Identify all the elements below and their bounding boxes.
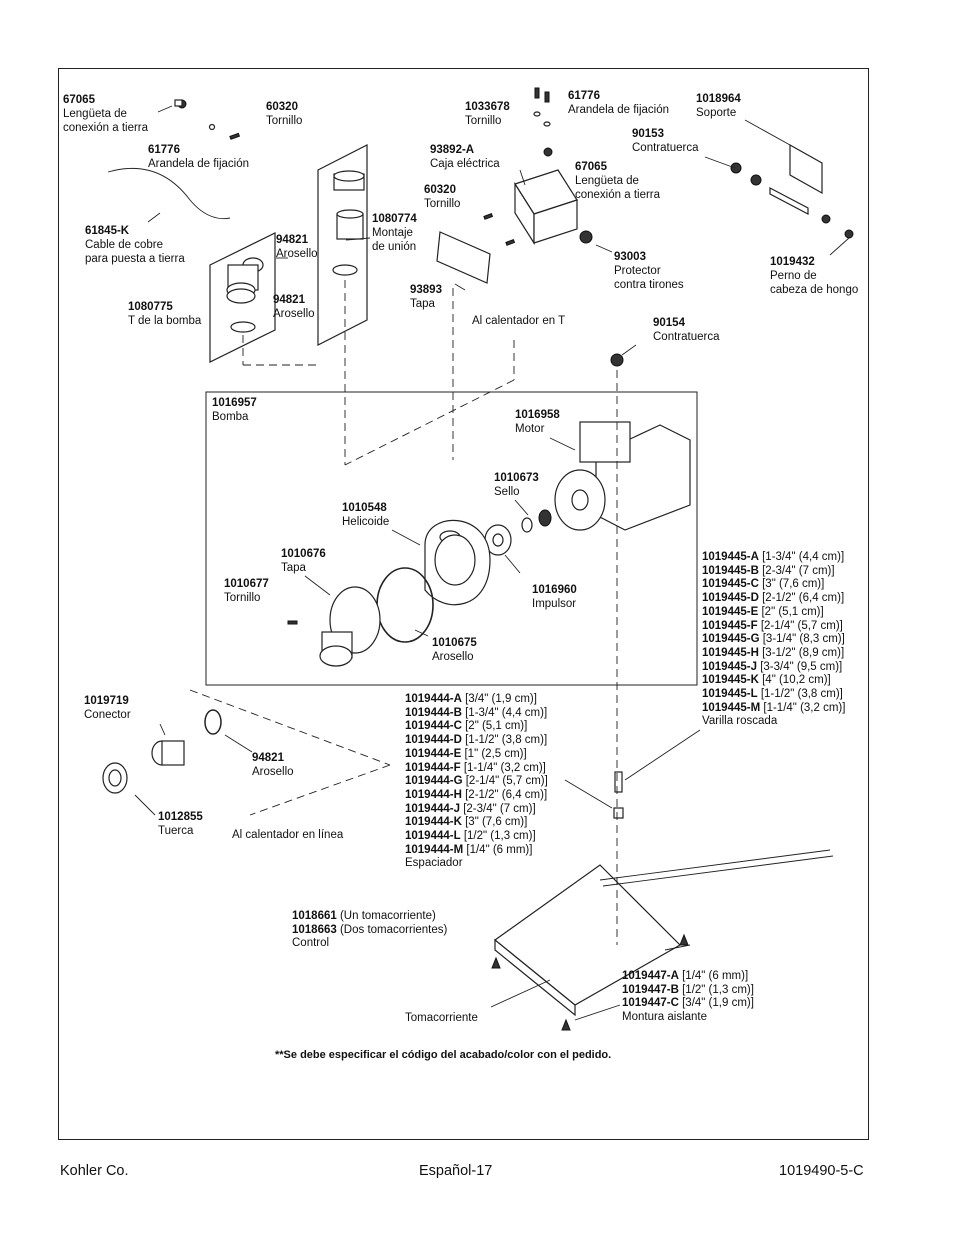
locknut-90154 (610, 353, 624, 367)
electrical-box (514, 169, 578, 246)
center-plate (317, 144, 368, 346)
motor (554, 421, 691, 531)
control-list: 1018661 (Un tomacorriente) 1018663 (Dos … (292, 910, 448, 950)
mount-3 (561, 1018, 571, 1031)
o-ring-tee (230, 321, 256, 333)
ground-lug-box (543, 147, 553, 157)
to-inline-heater-text: Al calentador en línea (232, 829, 344, 841)
lock-washer-left (208, 123, 216, 131)
screw-cover-1 (483, 213, 494, 220)
screw-cover-2 (505, 239, 516, 246)
locknut-2 (750, 174, 762, 186)
screw-box-1 (534, 87, 540, 99)
ground-wire (107, 167, 231, 220)
connector (151, 740, 185, 766)
footer-company: Kohler Co. (60, 1163, 129, 1179)
nut (102, 762, 128, 794)
bracket (769, 143, 823, 215)
mount-2 (679, 933, 689, 946)
mount-1 (491, 956, 501, 969)
seal-1 (521, 517, 533, 533)
control-unit (494, 849, 834, 1017)
receptacle-text: Tomacorriente (405, 1012, 478, 1024)
screw-left (229, 132, 241, 140)
volute (424, 519, 491, 606)
to-heater-tee-text: Al calentador en T (472, 315, 566, 327)
diagram-frame (58, 68, 869, 1140)
union-fitting (333, 170, 365, 240)
locknut-1 (730, 162, 742, 174)
pump-cover (319, 586, 381, 667)
o-ring-union (332, 264, 358, 276)
finish-color-note: **Se debe especificar el código del acab… (275, 1049, 612, 1061)
pump-assembly-box (205, 391, 698, 686)
threaded-rod (614, 771, 623, 793)
ground-lug-left (174, 99, 187, 109)
carriage-bolt-1 (821, 214, 831, 224)
pump-tee (226, 257, 264, 304)
footer-page-number: Español-17 (419, 1163, 493, 1179)
spacer (613, 807, 624, 819)
isolation-mount-list: 1019447-A [1/4" (6 mm)] 1019447-B [1/2" … (622, 970, 754, 1024)
screw-box-2 (544, 91, 550, 103)
footer-document-number: 1019490-5-C (779, 1163, 864, 1179)
spacer-list: 1019444-A [3/4" (1,9 cm)] 1019444-B [1-3… (405, 693, 548, 870)
seal-2 (538, 509, 552, 527)
threaded-rod-list: 1019445-A [1-3/4" (4,4 cm)] 1019445-B [2… (702, 551, 846, 728)
strain-relief (579, 230, 593, 244)
o-ring-connector (204, 709, 222, 735)
cover-screw (287, 620, 298, 625)
carriage-bolt-2 (844, 229, 854, 239)
box-cover (436, 231, 491, 284)
volute-o-ring (376, 567, 434, 643)
